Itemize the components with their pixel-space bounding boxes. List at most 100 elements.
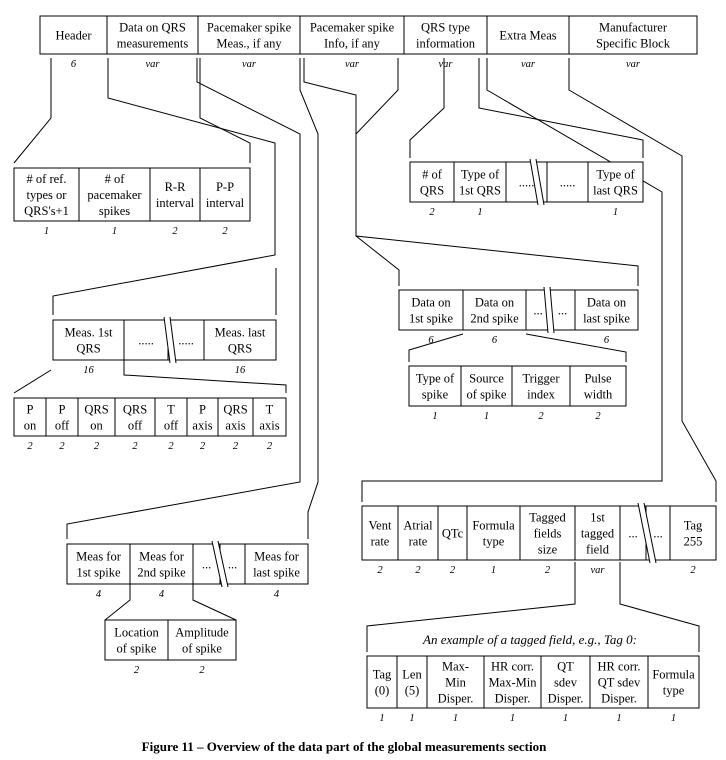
connector-line	[199, 58, 251, 163]
field-box	[361, 505, 399, 561]
field-label: R-R	[165, 180, 187, 194]
field-box	[647, 655, 700, 709]
field-label: Info, if any	[324, 37, 381, 51]
continuation-break	[163, 316, 177, 364]
connector-line	[299, 58, 319, 539]
field-size: 1	[453, 713, 458, 724]
field-size: 1	[613, 207, 618, 218]
connector-line	[366, 562, 576, 652]
field-cell: .....	[546, 161, 589, 203]
field-size: 1	[491, 565, 496, 576]
field-label: sdev	[554, 676, 578, 690]
field-label: QRS type	[421, 21, 470, 35]
connector-lines	[13, 58, 717, 652]
field-label: Tag	[684, 519, 703, 533]
field-size: 2	[267, 441, 273, 452]
field-label: Disper.	[548, 692, 584, 706]
field-box	[519, 505, 576, 561]
field-label: .....	[178, 334, 194, 348]
field-box	[511, 365, 571, 407]
field-box	[453, 161, 507, 203]
connector-line	[568, 58, 717, 502]
field-cell: Type of last QRS 1	[587, 161, 644, 218]
field-label: Tag	[373, 668, 392, 682]
field-label: ...	[533, 304, 542, 318]
field-label: Meas for	[76, 550, 122, 564]
field-size: 1	[44, 226, 49, 237]
field-size: 2	[199, 665, 205, 676]
field-size: 2	[172, 226, 178, 237]
field-size: var	[242, 59, 257, 70]
field-label: Disper.	[601, 692, 637, 706]
field-label: Type of	[596, 168, 635, 182]
field-label: 1st	[590, 511, 605, 525]
field-box	[217, 397, 254, 437]
field-size: 1	[484, 411, 489, 422]
field-size: var	[521, 59, 536, 70]
field-size: 1	[563, 713, 568, 724]
field-label: Manufacturer	[599, 21, 668, 35]
field-box	[78, 167, 151, 222]
field-box	[466, 505, 521, 561]
field-label: Len	[402, 668, 422, 682]
field-label: Disper.	[438, 692, 474, 706]
field-label: .....	[560, 176, 576, 190]
field-box	[252, 397, 287, 437]
field-label: P	[199, 403, 206, 417]
field-label: of spike	[117, 642, 157, 656]
field-label: HR corr.	[491, 660, 534, 674]
field-label: QT sdev	[598, 676, 641, 690]
field-box	[426, 655, 485, 709]
field-label: Meas for	[254, 550, 300, 564]
field-box	[408, 365, 462, 407]
field-size: 2	[134, 665, 140, 676]
field-label: last QRS	[593, 184, 638, 198]
field-size: 1	[671, 713, 676, 724]
field-label: 2nd spike	[137, 566, 186, 580]
field-label: ...	[653, 527, 662, 541]
connector-line	[619, 562, 700, 652]
field-label: spikes	[99, 204, 130, 218]
field-label: measurements	[117, 37, 189, 51]
field-label: Min	[445, 676, 467, 690]
field-box	[106, 15, 199, 55]
field-label: Tagged	[529, 511, 566, 525]
field-label: QRS	[76, 342, 100, 356]
field-cell: Tag(0)1	[366, 655, 398, 724]
field-label: QTc	[442, 527, 464, 541]
field-box	[366, 655, 398, 709]
field-box	[437, 505, 468, 561]
field-size: 2	[233, 441, 239, 452]
field-label: QT	[557, 660, 574, 674]
field-size: 4	[159, 589, 165, 600]
field-box	[154, 397, 188, 437]
figure-caption: Figure 11 – Overview of the data part of…	[142, 739, 547, 754]
field-size: 1	[477, 207, 482, 218]
field-label: QRS's+1	[24, 204, 69, 218]
field-label: Type of	[461, 168, 500, 182]
field-size: 1	[379, 713, 384, 724]
field-size: var	[591, 565, 606, 576]
field-label: Header	[55, 29, 92, 43]
field-label: Max-	[442, 660, 469, 674]
field-size: 1	[432, 411, 437, 422]
field-box	[589, 655, 649, 709]
